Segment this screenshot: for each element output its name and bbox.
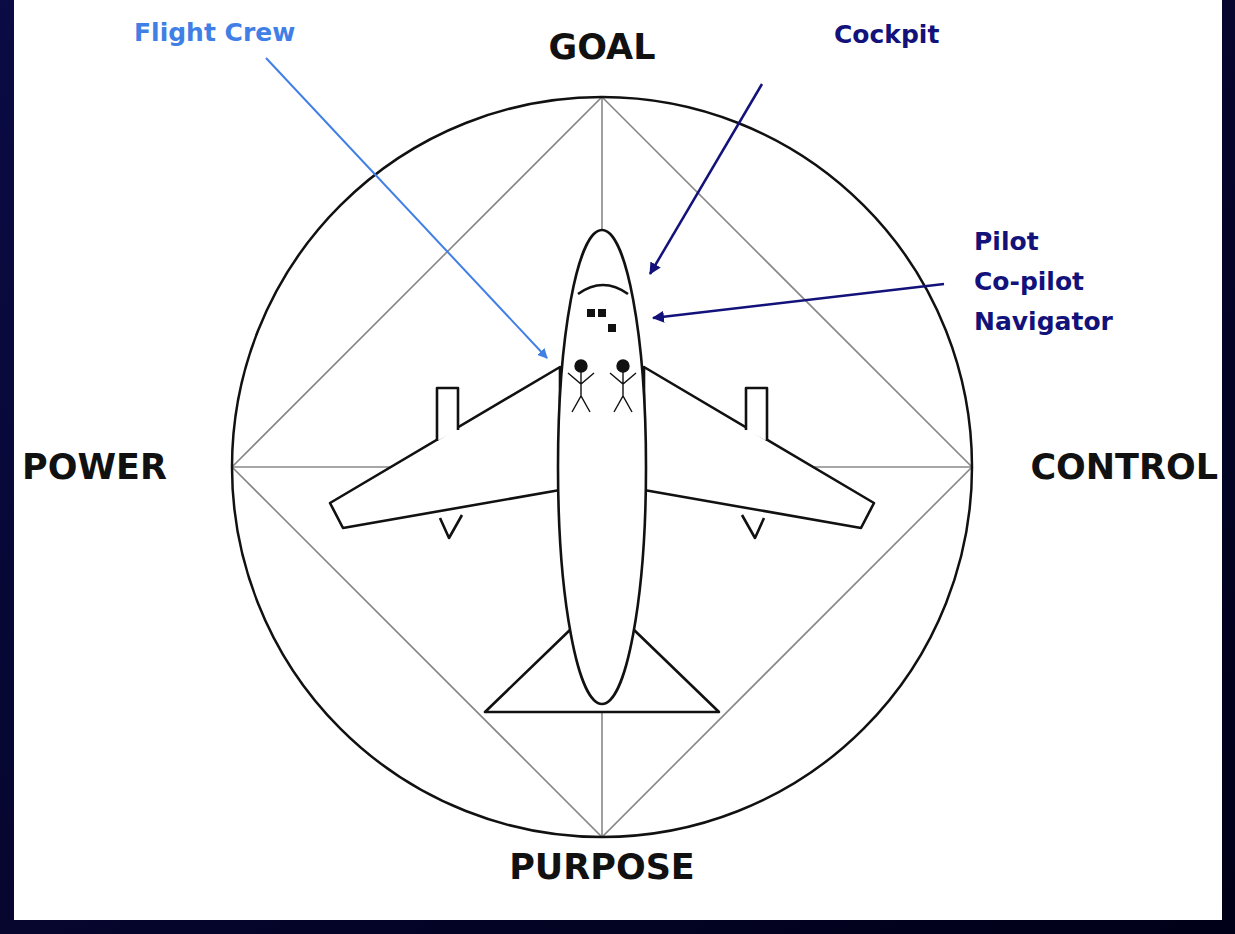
axis-label: CONTROL <box>1030 448 1218 487</box>
right-engine-nozzle <box>742 515 764 538</box>
cockpit-window <box>578 285 628 294</box>
outer-circle <box>232 97 972 837</box>
panel <box>14 0 1222 920</box>
crew-figures <box>568 360 636 412</box>
axis-label: GOAL <box>549 28 656 67</box>
body <box>568 372 594 412</box>
callout-label: Cockpit <box>834 21 939 49</box>
callout-label: Flight Crew <box>134 19 295 47</box>
axis-label: PURPOSE <box>509 848 695 887</box>
left-engine <box>437 388 458 441</box>
right-engine <box>746 388 767 441</box>
leader-arrow <box>653 284 944 318</box>
seat <box>598 309 606 317</box>
head <box>617 360 629 372</box>
crew-seats <box>587 309 616 332</box>
right-wing <box>644 367 874 528</box>
leader-arrow <box>650 84 762 274</box>
seat <box>608 324 616 332</box>
left-wing <box>330 367 560 528</box>
fuselage <box>558 230 646 704</box>
leader-arrow <box>266 58 547 358</box>
diamond <box>232 97 972 837</box>
axis-label: POWER <box>22 448 167 487</box>
seat <box>587 309 595 317</box>
grid-lines <box>232 97 972 837</box>
body <box>610 372 636 412</box>
callout-label: Pilot Co-pilot Navigator <box>974 222 1174 342</box>
left-engine-nozzle <box>440 515 462 538</box>
head <box>575 360 587 372</box>
